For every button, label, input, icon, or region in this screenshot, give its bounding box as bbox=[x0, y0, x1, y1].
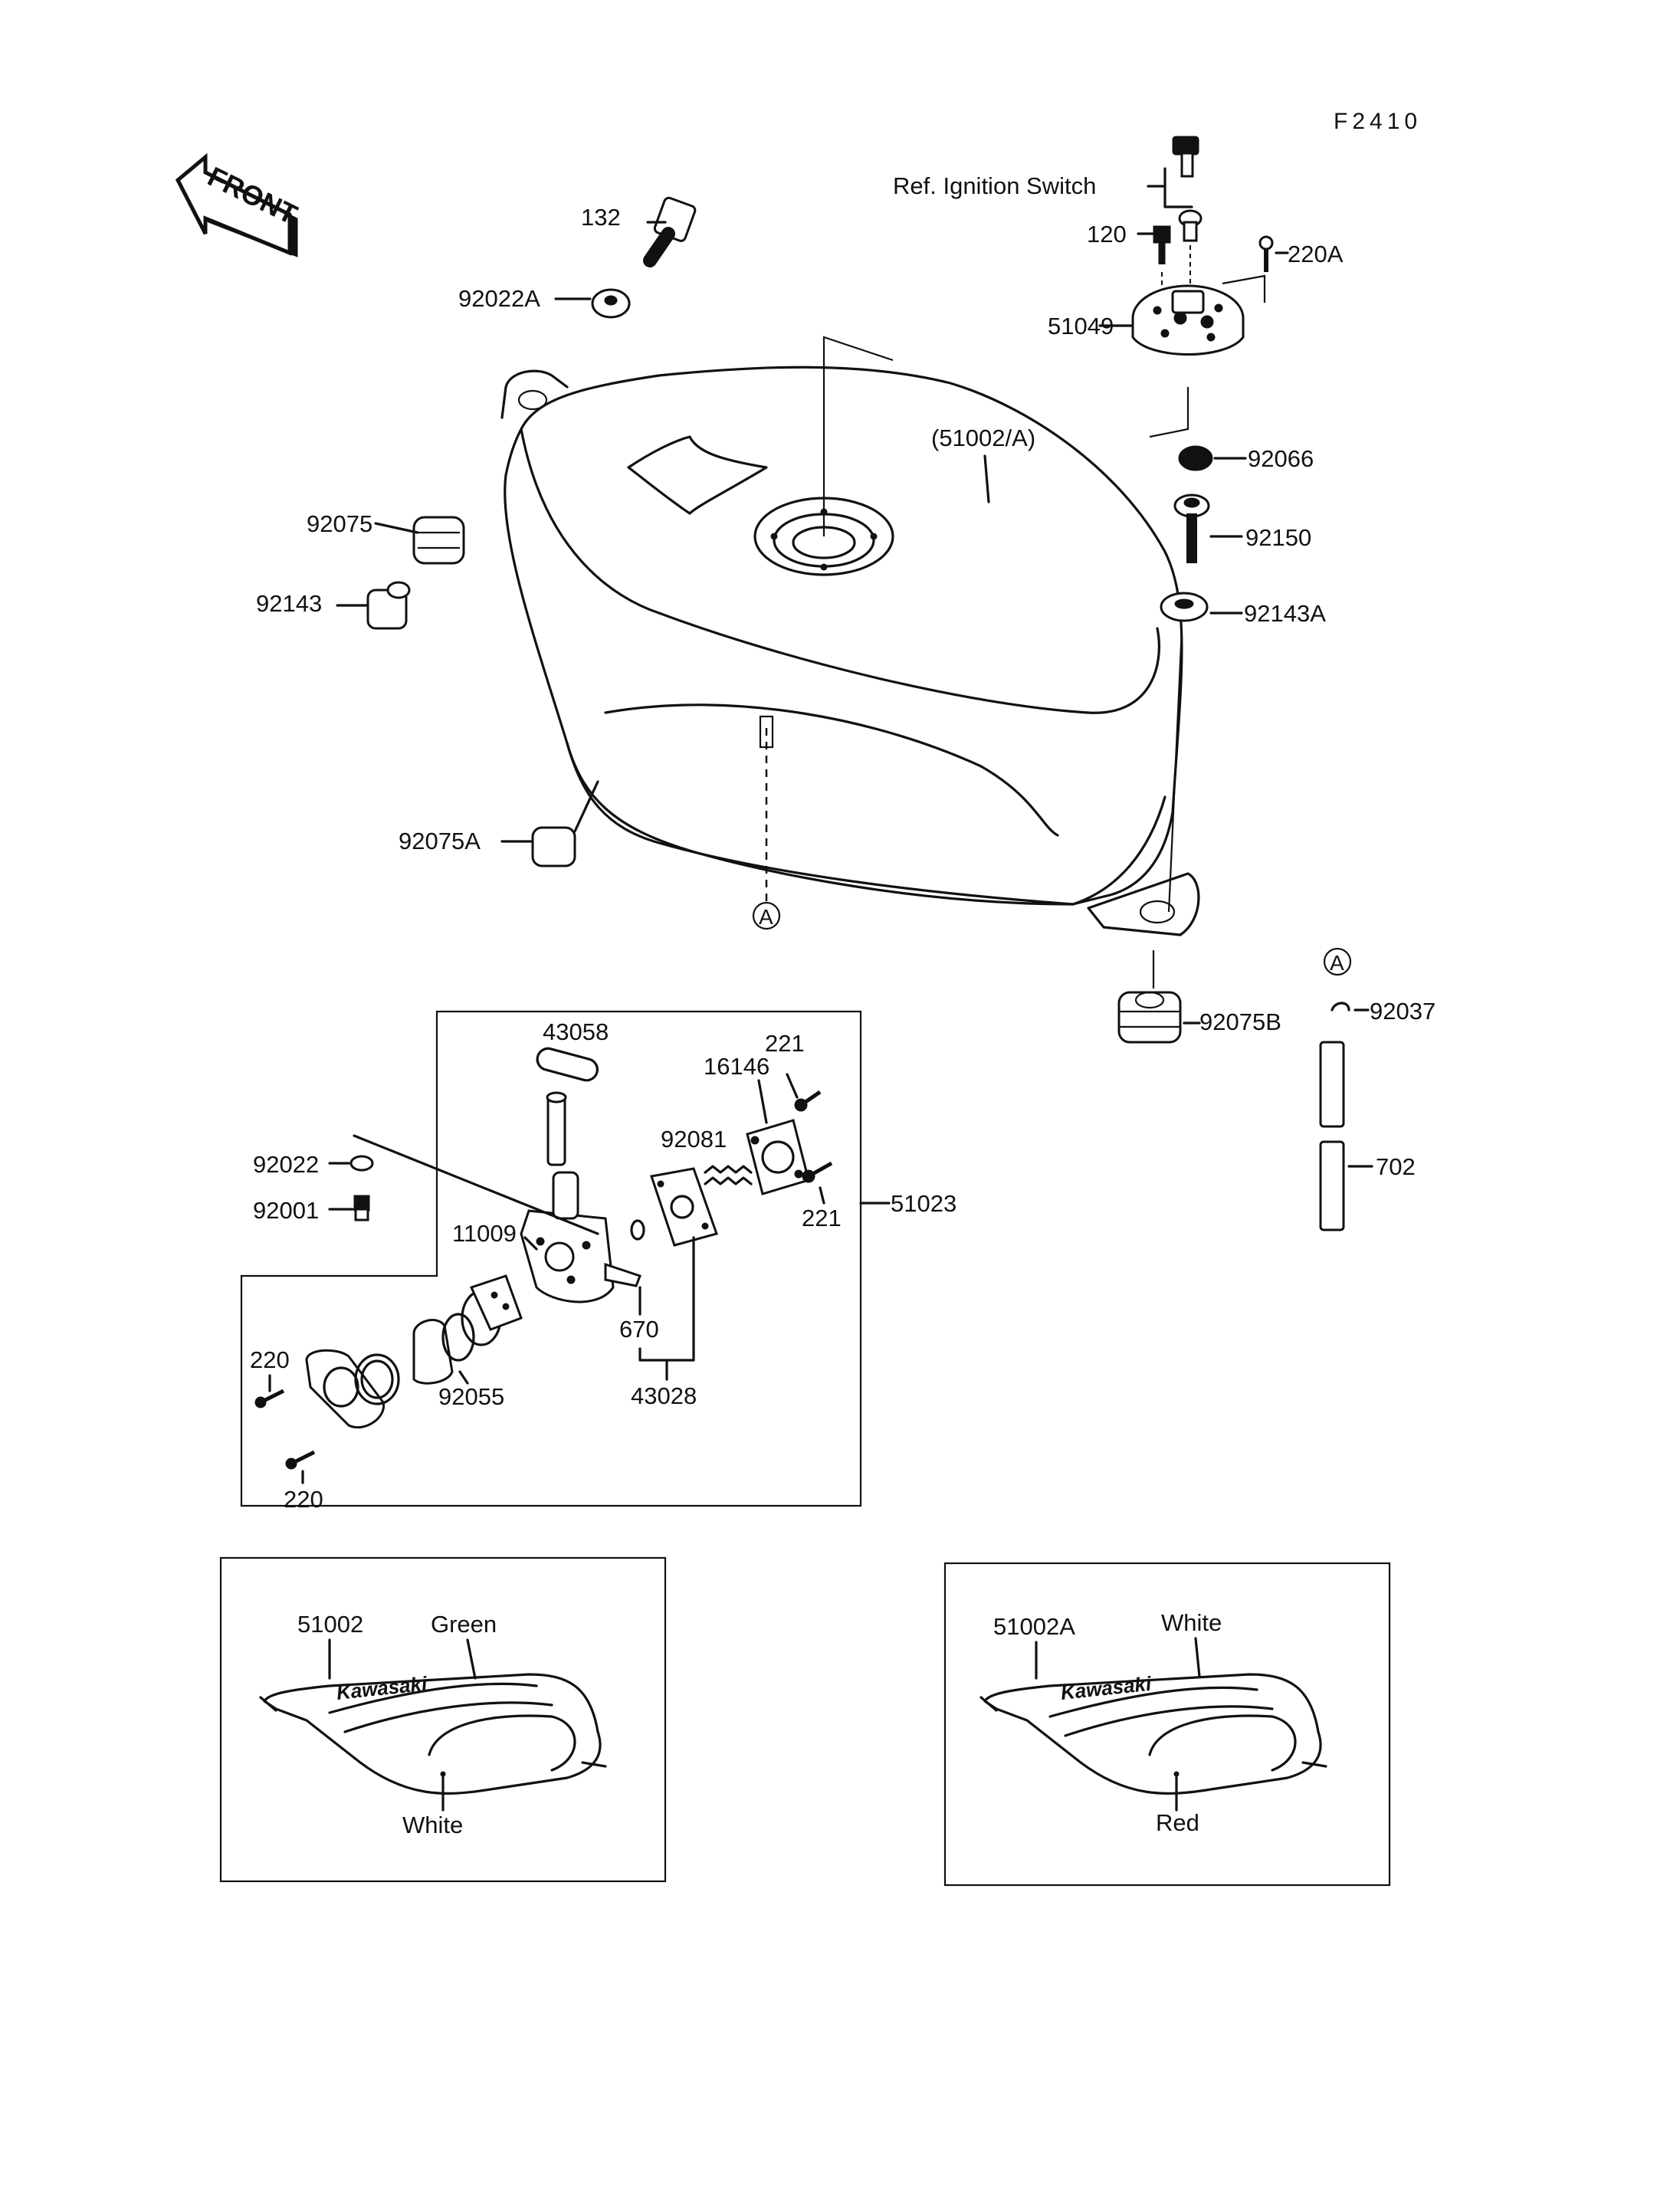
washer-92022 bbox=[328, 1155, 374, 1172]
decal-right-brand: Kawasaki bbox=[1059, 1672, 1153, 1704]
label-92055: 92055 bbox=[438, 1383, 504, 1410]
damper-92075 bbox=[374, 516, 465, 565]
label-92075A: 92075A bbox=[399, 828, 481, 854]
label-51049: 51049 bbox=[1048, 313, 1114, 339]
label-92075: 92075 bbox=[307, 510, 372, 537]
svg-text:A: A bbox=[759, 905, 773, 929]
decal-box-left: 51002 Green White Kawasaki bbox=[219, 1556, 667, 1883]
plate-assembly bbox=[305, 1349, 400, 1429]
label-ref-ignition: Ref. Ignition Switch bbox=[893, 172, 1096, 199]
screw-221-top bbox=[786, 1073, 822, 1112]
label-702: 702 bbox=[1376, 1153, 1416, 1180]
label-92037: 92037 bbox=[1370, 998, 1436, 1025]
oring-670 bbox=[630, 1219, 645, 1316]
collar-92143 bbox=[336, 581, 411, 630]
front-arrow-icon: FRONT bbox=[175, 152, 302, 257]
label-220A: 220A bbox=[1288, 241, 1344, 267]
decal-right-top-color: White bbox=[1161, 1609, 1222, 1636]
label-221-top: 221 bbox=[765, 1030, 805, 1057]
fuel-tank bbox=[500, 366, 1200, 936]
label-132: 132 bbox=[581, 204, 621, 231]
cap-92066 bbox=[1178, 445, 1247, 471]
label-51023: 51023 bbox=[891, 1190, 956, 1217]
label-92075B: 92075B bbox=[1199, 1008, 1281, 1035]
label-92143: 92143 bbox=[256, 590, 322, 617]
bolt-92150 bbox=[1173, 494, 1243, 563]
lever-92055 bbox=[412, 1274, 523, 1385]
screw-221-side bbox=[802, 1161, 833, 1205]
lever-stem bbox=[546, 1091, 567, 1166]
callout-A-tank: A bbox=[752, 901, 781, 930]
decal-right-part: 51002A bbox=[993, 1613, 1075, 1640]
label-670: 670 bbox=[619, 1316, 659, 1343]
label-92066: 92066 bbox=[1248, 445, 1314, 472]
decal-right-bottom-color: Red bbox=[1156, 1809, 1199, 1836]
label-16146: 16146 bbox=[704, 1053, 769, 1080]
svg-text:A: A bbox=[1330, 951, 1344, 975]
label-220-lower: 220 bbox=[284, 1486, 323, 1513]
callout-A-hose: A bbox=[1323, 947, 1352, 976]
damper-92075A bbox=[500, 780, 599, 867]
bolt-92001 bbox=[328, 1195, 370, 1221]
decal-box-right: 51002A White Red Kawasaki bbox=[943, 1562, 1391, 1887]
screw-220-lower bbox=[285, 1450, 316, 1484]
gasket-43058 bbox=[536, 1047, 599, 1082]
clip-92037 bbox=[1331, 1002, 1370, 1012]
grommet-92022A bbox=[554, 288, 631, 319]
decal-left-bottom-color: White bbox=[402, 1812, 463, 1838]
spring-92081 bbox=[704, 1165, 753, 1185]
hose-702 bbox=[1319, 1041, 1373, 1231]
cover-16146 bbox=[746, 1079, 810, 1195]
label-43028: 43028 bbox=[631, 1382, 697, 1409]
label-92022: 92022 bbox=[253, 1151, 319, 1178]
filler-cap-51049 bbox=[1098, 284, 1245, 356]
fuel-cock-frame bbox=[240, 1010, 862, 1507]
label-11009: 11009 bbox=[452, 1220, 517, 1247]
fuel-cock-body-11009 bbox=[353, 1134, 641, 1303]
label-92143A: 92143A bbox=[1244, 600, 1326, 627]
figure-code: F2410 bbox=[1334, 109, 1422, 134]
key-icon bbox=[1172, 136, 1199, 178]
bolt-132 bbox=[643, 196, 697, 267]
label-220-upper: 220 bbox=[250, 1346, 290, 1373]
label-92001: 92001 bbox=[253, 1197, 319, 1224]
label-92081: 92081 bbox=[661, 1126, 727, 1153]
screw-220A bbox=[1258, 235, 1289, 272]
screw-switch bbox=[1178, 209, 1203, 284]
decal-left-brand: Kawasaki bbox=[335, 1672, 428, 1704]
label-92022A: 92022A bbox=[458, 285, 540, 312]
collar-92143A bbox=[1160, 592, 1243, 913]
label-221-side: 221 bbox=[802, 1205, 842, 1231]
damper-92075B bbox=[1117, 950, 1201, 1044]
decal-left-part: 51002 bbox=[297, 1611, 363, 1638]
screw-220-upper bbox=[254, 1374, 285, 1408]
label-120: 120 bbox=[1087, 221, 1127, 248]
label-43058: 43058 bbox=[543, 1018, 609, 1045]
label-92150: 92150 bbox=[1245, 524, 1311, 551]
screw-120 bbox=[1137, 225, 1171, 295]
decal-left-top-color: Green bbox=[431, 1611, 497, 1638]
label-51002A-paren: (51002/A) bbox=[931, 425, 1035, 451]
